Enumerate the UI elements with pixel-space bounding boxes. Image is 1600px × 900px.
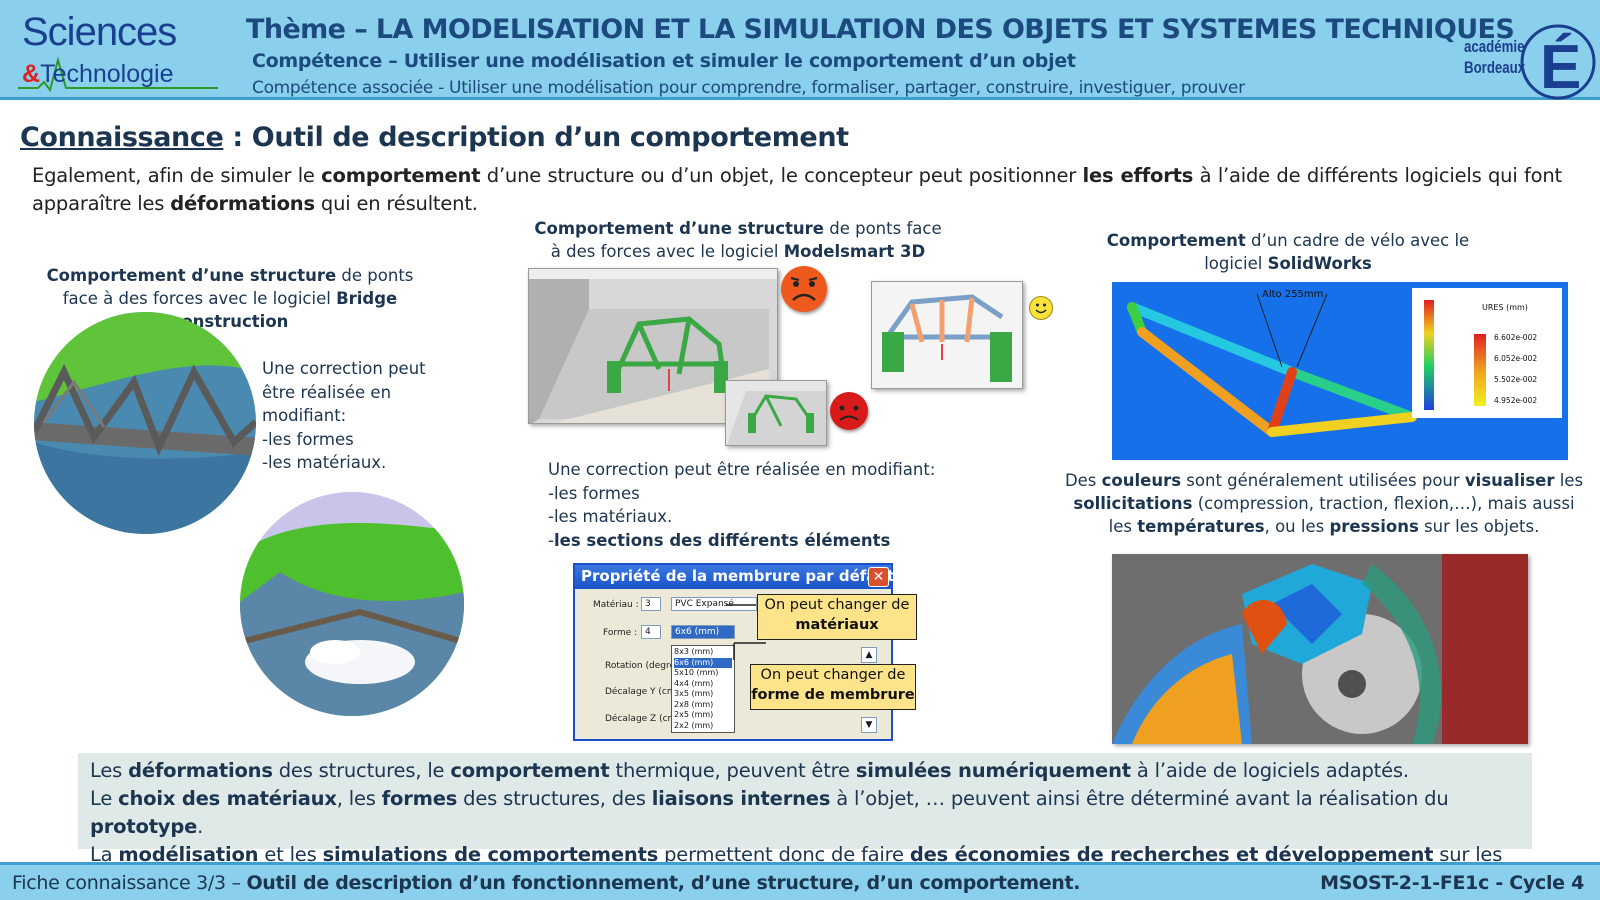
logo-sciences-text: Sciences [22, 10, 177, 54]
competence-line: Compétence – Utiliser une modélisation e… [252, 50, 1076, 72]
title-keyword: Connaissance [20, 122, 224, 153]
forme-number[interactable]: 4 [641, 625, 661, 639]
chevron-down-icon[interactable]: ▼ [861, 717, 877, 733]
bridge-construction-caption: Comportement d’une structure de ponts fa… [46, 266, 414, 331]
summary-box: Les déformations des structures, le comp… [78, 753, 1532, 894]
bridge-image-1 [34, 312, 256, 534]
academie-e-icon: É [1520, 24, 1596, 100]
forme-dropdown-list[interactable]: 8x3 (mm) 6x6 (mm) 5x10 (mm) 4x4 (mm) 3x5… [671, 645, 735, 733]
modelsmart-screenshot-1 [528, 268, 778, 424]
forme-label: Forme : [603, 628, 638, 638]
competence-associee-line: Compétence associée - Utiliser une modél… [252, 78, 1245, 98]
dialog-title: Propriété de la membrure par défaut [575, 565, 894, 589]
materiau-select[interactable]: PVC Expansé [671, 597, 757, 611]
decalage-y-label: Décalage Y (cm) [605, 687, 680, 697]
ecg-line-icon [18, 56, 218, 92]
modelsmart-caption: Comportement d’une structure de ponts fa… [534, 219, 942, 261]
forme-option[interactable]: 3x5 (mm) [674, 689, 714, 698]
svg-text:6.602e-002: 6.602e-002 [1494, 333, 1537, 342]
theme-title: Thème – LA MODELISATION ET LA SIMULATION… [246, 14, 1515, 45]
svg-text:URES (mm): URES (mm) [1482, 303, 1528, 312]
forme-option[interactable]: 8x3 (mm) [674, 647, 714, 656]
summary-line-3: La modélisation et les simulations de co… [90, 843, 1503, 894]
svg-text:4.952e-002: 4.952e-002 [1494, 396, 1537, 405]
membrure-properties-dialog: Propriété de la membrure par défaut ✕ Ma… [573, 563, 894, 741]
bridge-image-2 [240, 492, 464, 716]
chevron-up-icon[interactable]: ▲ [861, 647, 877, 663]
sciences-technologie-logo: Sciences &Technologie [18, 8, 218, 94]
svg-text:É: É [1540, 33, 1581, 100]
forme-select[interactable]: 6x6 (mm) [671, 625, 735, 639]
angry-face-icon [830, 392, 868, 430]
bordeaux-word: Bordeaux [1464, 58, 1526, 77]
academie-word: académie [1464, 37, 1525, 56]
logo-tech-word: Technologie [40, 60, 174, 88]
forme-option[interactable]: 2x2 (mm) [674, 720, 714, 730]
colors-explanation-text: Des couleurs sont généralement utilisées… [1064, 471, 1584, 536]
title-rest: : Outil de description d’un comportement [223, 122, 849, 153]
footer-title: Fiche connaissance 3/3 – Outil de descri… [12, 872, 1081, 894]
happy-face-icon [1029, 296, 1053, 320]
solidworks-caption: Comportement d’un cadre de vélo avec le … [1106, 231, 1470, 273]
close-icon[interactable]: ✕ [868, 567, 889, 587]
section-title: Connaissance : Outil de description d’un… [20, 122, 849, 153]
summary-line-1: Les déformations des structures, le comp… [90, 759, 1409, 782]
solidworks-bike-frame-image: Alto 255mm URES (mm) 6.602e-002 6.052e-0… [1112, 282, 1568, 460]
decalage-z-label: Décalage Z (cm) [605, 714, 680, 724]
svg-text:6.052e-002: 6.052e-002 [1494, 354, 1537, 363]
sad-face-icon [781, 266, 827, 312]
summary-line-2: Le choix des matériaux, les formes des s… [90, 787, 1449, 838]
header-banner: Sciences &Technologie Thème – LA MODELIS… [0, 0, 1600, 100]
footer-banner: Fiche connaissance 3/3 – Outil de descri… [0, 862, 1600, 900]
forme-option[interactable]: 6x6 (mm) [674, 657, 732, 668]
footer-reference: MSOST-2-1-FE1c - Cycle 4 [1320, 872, 1584, 894]
materiau-label: Matériau : [593, 600, 639, 610]
modelsmart-screenshot-3 [871, 281, 1023, 389]
modelsmart-correction-text: Une correction peut être réalisée en mod… [548, 460, 936, 550]
svg-text:5.502e-002: 5.502e-002 [1494, 375, 1537, 384]
thermal-simulation-image [1112, 554, 1528, 744]
forme-option[interactable]: 4x4 (mm) [674, 678, 714, 688]
forme-option[interactable]: 2x8 (mm) [674, 699, 714, 709]
modelsmart-screenshot-2 [725, 380, 827, 446]
logo-technologie-text: &Technologie [22, 60, 174, 89]
forme-option[interactable]: 5x10 (mm) [674, 668, 719, 677]
materiau-number[interactable]: 3 [641, 597, 661, 611]
forme-option[interactable]: 2x5 (mm) [674, 710, 714, 719]
callout-leader-lines [726, 604, 766, 660]
rotation-label: Rotation (degrés) [605, 661, 684, 671]
svg-text:Alto 255mm: Alto 255mm [1262, 289, 1323, 300]
logo-amp: & [22, 60, 41, 88]
intro-paragraph: Egalement, afin de simuler le comporteme… [32, 164, 1562, 215]
